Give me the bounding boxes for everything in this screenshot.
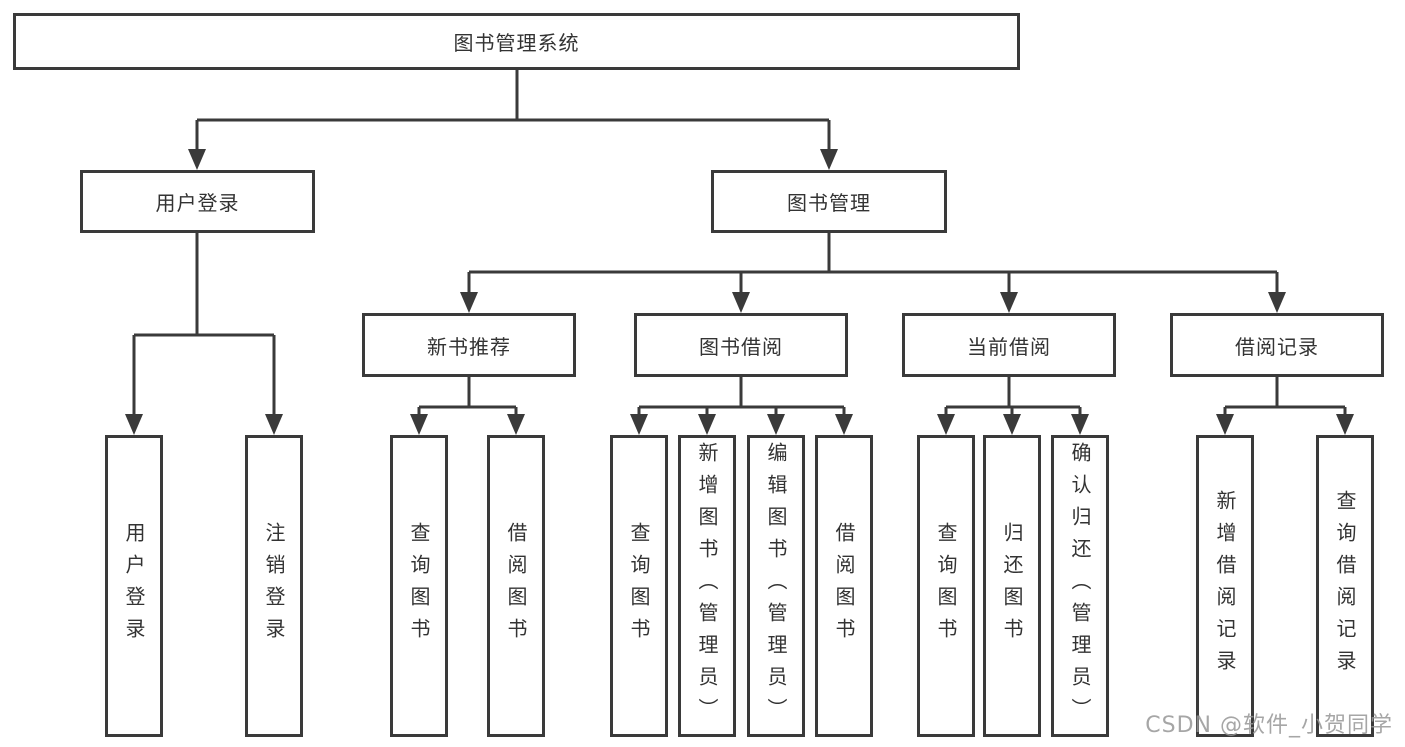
node-user-login-label: 用户登录 [155,191,240,215]
node-current-borrow: 当前借阅 [902,313,1116,377]
leaf-user-login-label: 用户登录 [122,522,146,650]
node-book-borrow-label: 图书借阅 [699,334,783,359]
node-borrow-records: 借阅记录 [1170,313,1384,377]
leaf-current-query-books-label: 查询图书 [934,522,958,650]
leaf-recommend-query-books-label: 查询图书 [407,522,431,650]
leaf-return-books: 归还图书 [983,435,1041,737]
node-new-book-recommend-label: 新书推荐 [427,334,511,359]
leaf-query-borrow-record-label: 查询借阅记录 [1333,490,1357,682]
leaf-current-query-books: 查询图书 [917,435,975,737]
node-current-borrow-label: 当前借阅 [967,334,1051,359]
node-book-management: 图书管理 [711,170,947,233]
leaf-logout: 注销登录 [245,435,303,737]
leaf-add-books-admin-label: 新增图书（管理员） [695,442,719,730]
leaf-add-borrow-record: 新增借阅记录 [1196,435,1254,737]
leaf-edit-books-admin: 编辑图书（管理员） [747,435,805,737]
node-book-borrow: 图书借阅 [634,313,848,377]
leaf-borrow-books: 借阅图书 [815,435,873,737]
leaf-recommend-borrow-books-label: 借阅图书 [504,522,528,650]
node-root: 图书管理系统 [13,13,1020,70]
leaf-return-books-label: 归还图书 [1000,522,1024,650]
leaf-add-books-admin: 新增图书（管理员） [678,435,736,737]
leaf-add-borrow-record-label: 新增借阅记录 [1213,490,1237,682]
leaf-recommend-borrow-books: 借阅图书 [487,435,545,737]
node-book-management-label: 图书管理 [787,191,871,215]
node-user-login: 用户登录 [80,170,315,233]
leaf-edit-books-admin-label: 编辑图书（管理员） [764,442,788,730]
leaf-user-login: 用户登录 [105,435,163,737]
leaf-confirm-return-admin: 确认归还（管理员） [1051,435,1109,737]
leaf-logout-label: 注销登录 [262,522,286,650]
node-borrow-records-label: 借阅记录 [1235,334,1319,359]
leaf-borrow-query-books: 查询图书 [610,435,668,737]
leaf-borrow-query-books-label: 查询图书 [627,522,651,650]
leaf-borrow-books-label: 借阅图书 [832,522,856,650]
leaf-recommend-query-books: 查询图书 [390,435,448,737]
arrowheads [125,149,1354,435]
leaf-query-borrow-record: 查询借阅记录 [1316,435,1374,737]
node-new-book-recommend: 新书推荐 [362,313,576,377]
watermark: CSDN @软件_小贺同学 [1145,713,1393,738]
node-root-label: 图书管理系统 [453,31,580,55]
leaf-confirm-return-admin-label: 确认归还（管理员） [1068,442,1092,730]
